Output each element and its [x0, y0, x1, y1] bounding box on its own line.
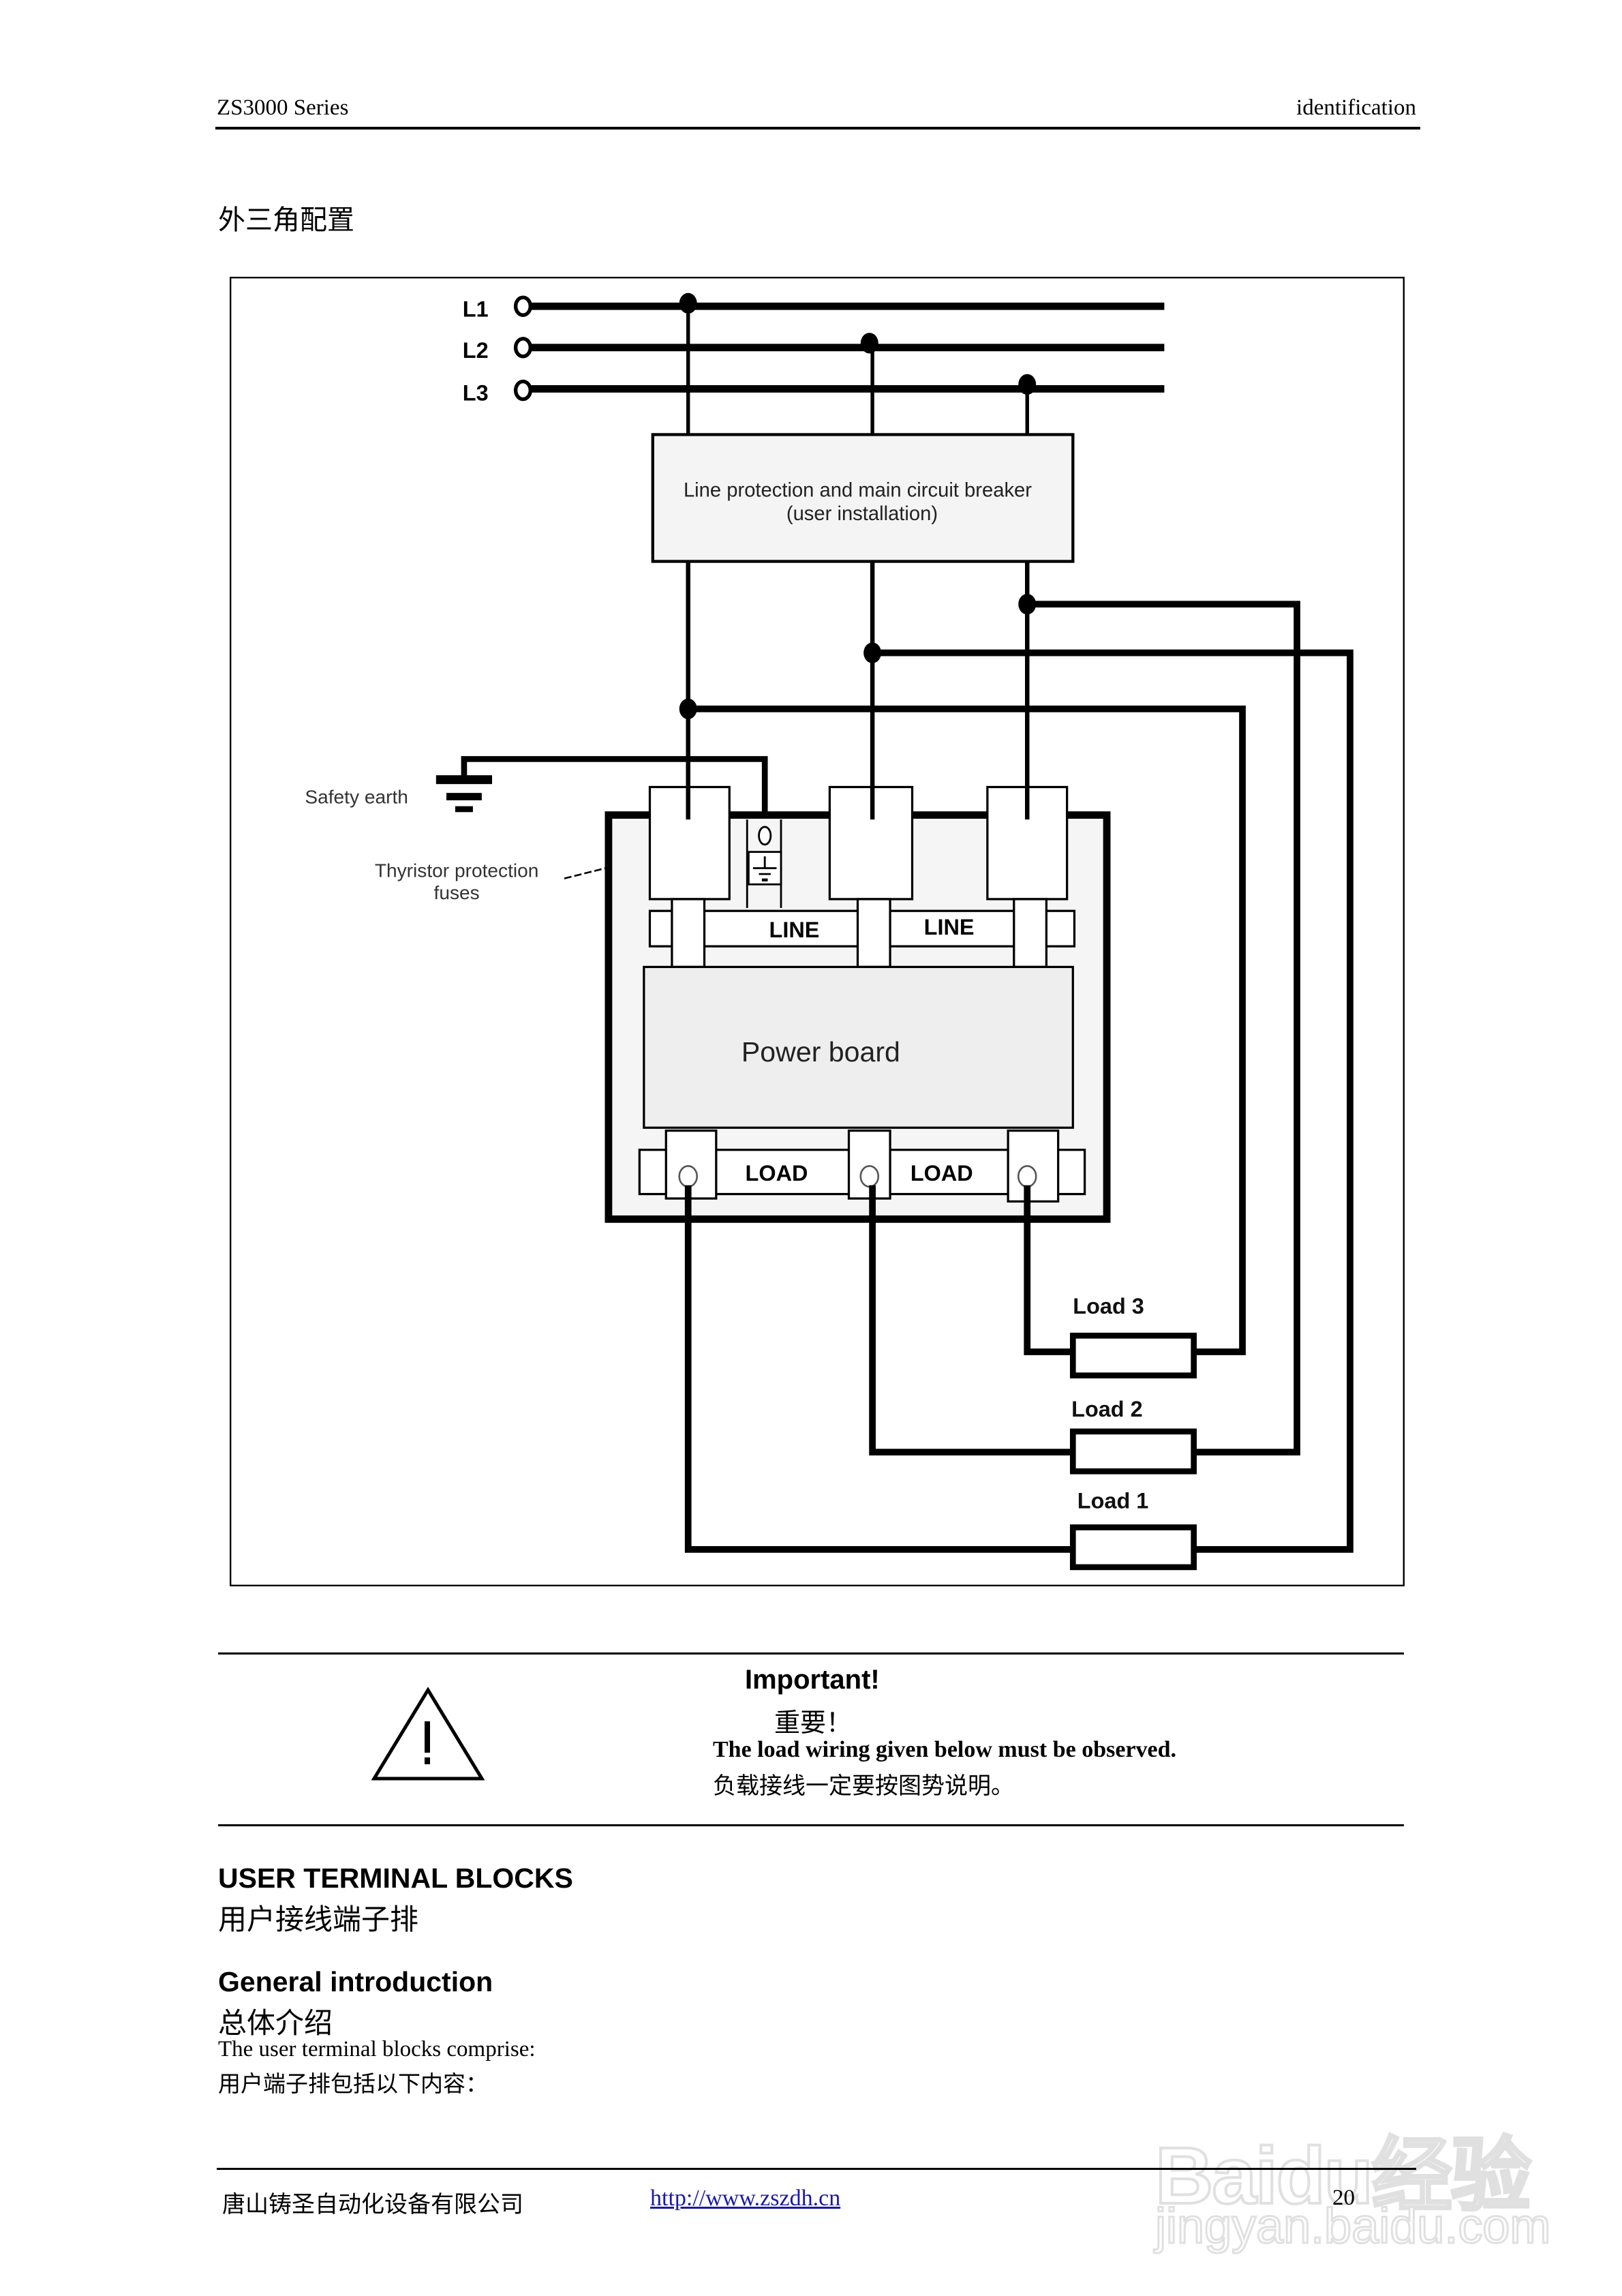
fuses-sublabel: fuses	[434, 882, 480, 903]
load-1-label: Load 1	[1077, 1488, 1149, 1513]
load-label-1: LOAD	[746, 1161, 808, 1185]
earth-wire	[461, 756, 768, 833]
supply-lines	[513, 295, 1165, 402]
footer-website-link[interactable]: http://www.zszdh.cn	[650, 2186, 841, 2211]
line-label-1: LINE	[769, 918, 820, 942]
load-resistors	[1069, 1332, 1197, 1571]
load-screw-3-icon	[1017, 1165, 1037, 1188]
fuse-blocks	[648, 785, 1069, 901]
junction-dots	[679, 292, 1037, 395]
phase-label-l2: L2	[463, 338, 489, 363]
breaker-sublabel: (user installation)	[786, 503, 938, 525]
load-screw-2-icon	[859, 1165, 880, 1188]
section-heading: USER TERMINAL BLOCKS	[218, 1862, 573, 1894]
load-terminal-strip	[638, 1129, 1086, 1203]
header-rule	[215, 127, 1420, 130]
load-label-2: LOAD	[911, 1161, 973, 1185]
header-series: ZS3000 Series	[217, 95, 349, 120]
notice-rule-top	[218, 1652, 1404, 1655]
header-section: identification	[1296, 95, 1416, 120]
earth-terminal	[746, 819, 782, 908]
load-2-label: Load 2	[1071, 1397, 1143, 1421]
notice-text: The load wiring given below must be obse…	[713, 1737, 1177, 1762]
wiring-diagram: L1 L2 L3 Line protection and main circui…	[230, 277, 1405, 1586]
breaker-box	[651, 433, 1075, 563]
body-text-cn: 用户端子排包括以下内容：	[218, 2072, 488, 2097]
subsection-heading-cn: 总体介绍	[218, 2008, 333, 2040]
load-3-label: Load 3	[1073, 1294, 1144, 1318]
footer-rule	[217, 2168, 1416, 2170]
section-heading-cn: 用户接线端子排	[218, 1905, 419, 1936]
delta-return-wires	[688, 601, 1353, 1553]
load-wire-3	[1024, 1185, 1072, 1355]
return-wire-l3	[1027, 601, 1300, 1456]
power-board	[643, 965, 1074, 1129]
return-junction-dots	[679, 594, 1037, 719]
power-board-label: Power board	[741, 1036, 900, 1068]
line-terminal-strip	[648, 898, 1076, 969]
load-wires	[684, 1185, 1072, 1553]
terminal-l3-icon	[513, 379, 532, 402]
load-screw-1-icon	[678, 1165, 699, 1188]
safety-earth-label: Safety earth	[305, 786, 408, 807]
phase-label-l1: L1	[463, 297, 489, 321]
ground-icon	[435, 775, 493, 813]
notice-rule-bottom	[218, 1824, 1404, 1826]
notice-title: Important!	[745, 1665, 880, 1695]
return-wire-l1	[688, 705, 1246, 1355]
line-label-2: LINE	[924, 915, 975, 939]
page-number: 20	[1332, 2186, 1355, 2210]
load-wire-1	[684, 1185, 1072, 1553]
notice-text-cn: 负载接线一定要按图势说明。	[713, 1774, 1014, 1799]
fuses-label: Thyristor protection	[375, 860, 539, 881]
phase-label-l3: L3	[463, 381, 489, 406]
terminal-l1-icon	[513, 295, 532, 317]
watermark-url: jingyan.baidu.com	[1154, 2199, 1551, 2255]
load-wire-2	[869, 1185, 1072, 1456]
subsection-heading: General introduction	[218, 1966, 493, 1997]
terminal-l2-icon	[513, 337, 532, 359]
load-3-resistor	[1069, 1332, 1197, 1378]
footer-company: 唐山铸圣自动化设备有限公司	[222, 2192, 523, 2218]
return-wire-l2	[872, 649, 1353, 1553]
section-title: 外三角配置	[218, 205, 354, 235]
load-terminal-screws	[678, 1165, 1037, 1188]
body-text: The user terminal blocks comprise:	[218, 2037, 536, 2061]
load-2-resistor	[1069, 1428, 1197, 1475]
breaker-label: Line protection and main circuit breaker	[684, 479, 1032, 501]
load-1-resistor	[1069, 1524, 1197, 1571]
warning-triangle-icon	[371, 1687, 485, 1781]
notice-title-cn: 重要！	[774, 1709, 853, 1738]
baidu-watermark: Baidu经验 jingyan.baidu.com	[1154, 2069, 1552, 2274]
watermark-brand: Baidu经验	[1154, 2130, 1533, 2222]
